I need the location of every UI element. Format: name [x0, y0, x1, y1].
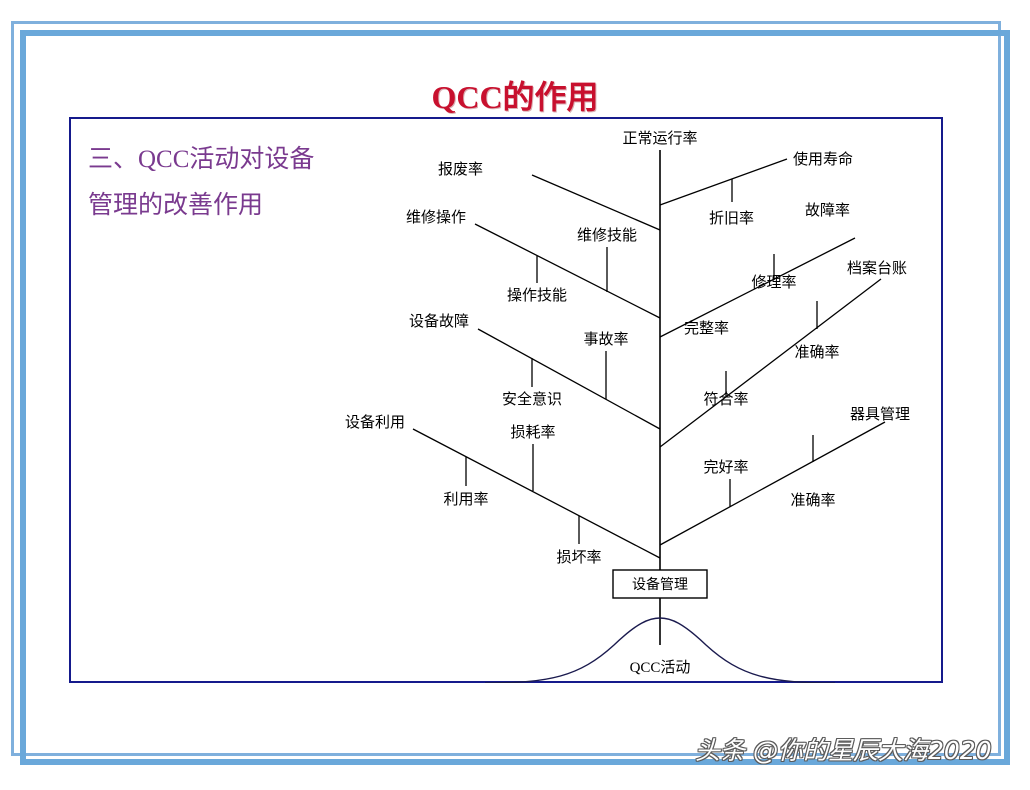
branch-line-left-1: [531, 174, 661, 231]
twig-label-shigu: 事故率: [583, 331, 628, 348]
twig-label-zhunque-2: 准确率: [790, 492, 835, 509]
branch-head-qijuguanli: 器具管理: [850, 406, 910, 423]
twig-label-caozuojineng: 操作技能: [507, 287, 567, 304]
decorative-frame-inner: [20, 30, 1010, 765]
page-title: QCC的作用: [431, 79, 599, 115]
decorative-frame-outer: [11, 21, 1001, 756]
content-panel: [69, 117, 943, 683]
spine-label-wanzheng: 完整率: [684, 320, 729, 337]
curve-label-qcc: QCC活动: [630, 659, 691, 676]
branch-head-baofei: 报废率: [438, 161, 483, 178]
fishbone-diagram: 报废率 使用寿命 折旧率 正常运行率 维修操作 操作技能 维修技能 故障率 修理…: [345, 130, 910, 683]
spine-top-label-zhengchangyunxingly: 正常运行率: [622, 130, 697, 147]
twig-label-wanhao: 完好率: [703, 459, 748, 476]
twig-label-xiuli: 修理率: [751, 274, 796, 291]
twig-label-sunhao: 损耗率: [510, 424, 555, 441]
twig-label-sunhuai: 损坏率: [556, 549, 601, 566]
branch-head-weixiucaozuo: 维修操作: [406, 209, 466, 226]
core-box-label: 设备管理: [632, 576, 688, 592]
twig-label-weixiujineng: 维修技能: [577, 227, 637, 244]
branch-line-left-4: [412, 428, 661, 559]
branch-line-left-3: [477, 328, 661, 430]
branch-line-right-2: [659, 237, 856, 338]
branch-head-shebeiliyong: 设备利用: [345, 414, 405, 431]
core-box: [612, 569, 708, 599]
watermark: 头条 @你的星辰大海2020: [695, 736, 992, 765]
branch-head-shiyongshouming: 使用寿命: [793, 150, 853, 168]
branch-line-left-2: [474, 223, 661, 319]
twig-label-fuhe: 符合率: [703, 391, 748, 408]
twig-label-liyong: 利用率: [443, 491, 488, 508]
branch-line-right-3: [659, 278, 882, 448]
bell-curve: [484, 617, 836, 683]
twig-label-zhunque-1: 准确率: [794, 344, 839, 361]
branch-head-guzhang: 故障率: [805, 201, 850, 219]
twig-label-zhejiu: 折旧率: [709, 210, 754, 227]
branch-line-right-1: [659, 158, 788, 206]
branch-head-shebeiguzhang: 设备故障: [409, 312, 469, 330]
branch-line-right-4: [659, 421, 886, 546]
section-heading: 三、QCC活动对设备 管理的改善作用: [88, 146, 315, 219]
twig-label-anquan: 安全意识: [502, 390, 562, 408]
branch-head-dangantaizhang: 档案台账: [847, 259, 907, 277]
